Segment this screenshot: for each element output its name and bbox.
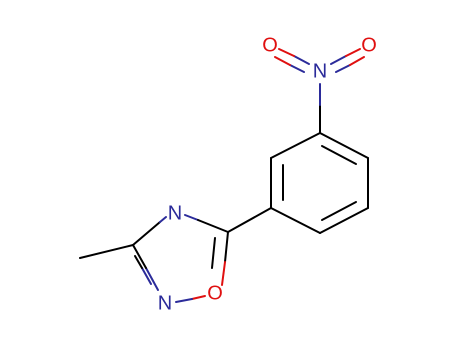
bond-nitro-oright-b [345, 48, 361, 57]
bond-n4-c5-b [197, 219, 229, 233]
benzene-bond-2 [270, 132, 321, 159]
benzene-bond-6 [270, 207, 321, 234]
bond-n2-c3-double-a [141, 267, 152, 285]
benzene-bond-5 [319, 207, 369, 234]
bond-n2-c3-double-b [134, 255, 143, 269]
bond-nitro-oleft-b [278, 48, 295, 57]
bond-c5-benzene [227, 207, 272, 233]
bond-n2-c3-b [132, 244, 147, 269]
atom-o-nitro-right: O [361, 34, 377, 56]
bond-o1-n2-b [175, 298, 193, 303]
bond-c5-o1-a [224, 231, 229, 263]
bond-c5-o1-b [221, 261, 226, 286]
bond-nitro-oright-c [335, 64, 351, 73]
atom-n-nitro: N [313, 60, 327, 82]
bond-methyl [79, 244, 134, 259]
benzene-bond-3 [319, 132, 369, 159]
benzene-double-2 [321, 145, 357, 165]
bond-c3-n4 [132, 221, 161, 246]
bond-c3-n4-color [159, 216, 167, 223]
atom-n-ring-bottom: N [158, 292, 172, 314]
bond-n4-c5-a [184, 214, 199, 221]
bond-o1-n2-a [191, 295, 206, 300]
atom-n-ring-top: N [168, 202, 182, 224]
bond-nitro-oleft-c [289, 64, 305, 73]
bond-c5-o1-double [211, 237, 216, 269]
bond-n2-c3-a [145, 267, 159, 291]
bond-nitro-oleft-d [274, 56, 291, 66]
atom-o-ring: O [207, 282, 223, 304]
atom-o-nitro-left: O [262, 34, 278, 56]
bond-nitro-oright-a [330, 55, 347, 65]
bond-nitro-oleft-a [293, 55, 310, 65]
bond-nitro-oright-d [349, 56, 365, 66]
benzene-double-3 [321, 201, 357, 221]
